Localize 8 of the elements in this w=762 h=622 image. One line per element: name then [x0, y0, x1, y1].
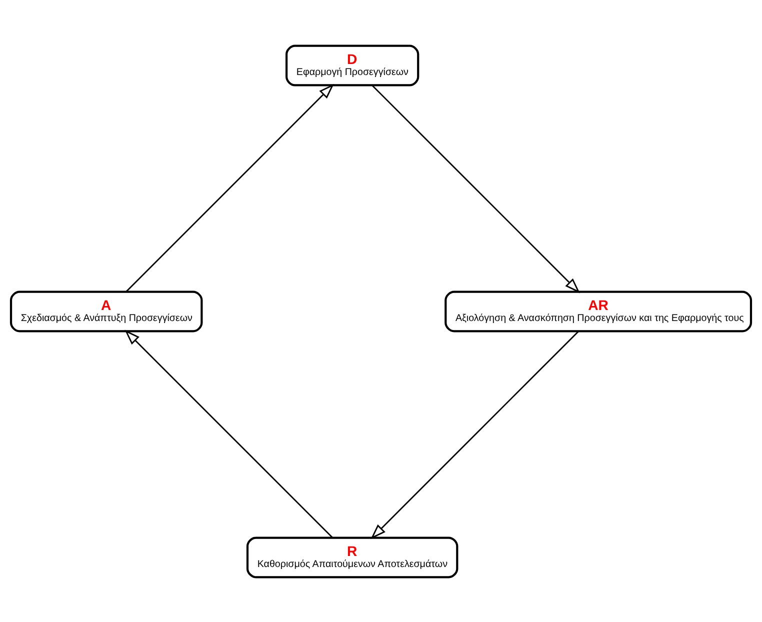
node-box: D Εφαρμογή Προσεγγίσεων — [286, 44, 420, 86]
arrow — [126, 83, 334, 292]
node-box: R Καθορισμός Απαιτούμενων Αποτελεσμάτων — [246, 536, 458, 578]
arrow — [370, 330, 580, 539]
arrow — [124, 329, 334, 538]
node-box: A Σχεδιασμός & Ανάπτυξη Προσεγγίσεων — [10, 290, 203, 332]
arrow — [372, 84, 580, 293]
node-box: AR Αξιολόγηση & Ανασκόπηση Προσεγγίσων και της Εφαρμογής τους — [444, 290, 752, 332]
